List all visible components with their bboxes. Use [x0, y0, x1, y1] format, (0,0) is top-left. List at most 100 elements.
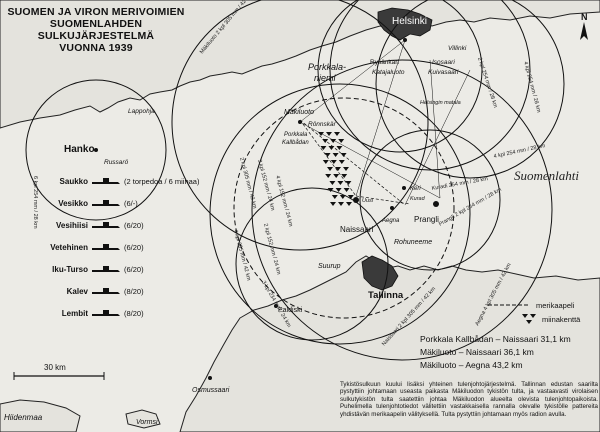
place-vormsi: Vormsi: [136, 419, 158, 426]
submarine-icon: [92, 244, 120, 250]
submarine-icon: [92, 200, 120, 206]
submarine-name: Vesikko: [58, 199, 88, 208]
dot-paldiski: [274, 304, 278, 308]
range-circle-naissaari-305: [209, 83, 471, 345]
mine-mark: [331, 195, 338, 199]
submarine-armament: (6/20): [124, 243, 144, 252]
place-uus: Uusi: [362, 198, 374, 204]
map-legend: merikaapeli miinakenttä: [488, 301, 581, 324]
range-label-prangli: Prangli 2 kpl 254 mm / 28 km: [438, 187, 503, 228]
submarine-icon: [92, 222, 120, 228]
submarine-item: Vesihiisi(6/20): [56, 221, 144, 230]
dot-makiluoto: [298, 120, 302, 124]
range-circle-isosaari: [329, 0, 531, 171]
sea-label: Suomenlahti: [514, 168, 579, 183]
mine-mark: [343, 188, 350, 192]
place-helsingin-matala: Helsingin matala: [420, 100, 461, 106]
range-circle-makiluoto: [171, 0, 429, 251]
minefield-area: [318, 132, 354, 206]
distance-3: Mäkiluoto – Aegna 43,2 km: [420, 360, 523, 370]
mine-mark: [326, 132, 332, 136]
place-hanko: Hanko: [64, 144, 95, 155]
dot-naissaari: [353, 197, 359, 203]
mine-mark: [347, 195, 354, 199]
mine-mark: [335, 167, 341, 171]
place-hiidenmaa: Hiidenmaa: [4, 413, 43, 422]
submarine-armament: (2 torpedoa / 6 miinaa): [124, 177, 200, 186]
title-line-1: SUOMEN JA VIRON MERIVOIMIEN: [7, 6, 185, 18]
place-rohuneeme: Rohuneeme: [394, 239, 432, 246]
submarine-armament: (8/20): [124, 309, 144, 318]
range-label-kuivasaari: 4 kpl 254 mm / 28 km: [493, 143, 546, 160]
submarine-name: Saukko: [60, 177, 89, 186]
mine-mark: [338, 160, 345, 164]
submarine-armament: (8/20): [124, 287, 144, 296]
mine-mark: [333, 174, 340, 178]
place-niemi: niemi: [314, 73, 337, 83]
submarine-item: Saukko (2 torpedoa / 6 miinaa): [60, 177, 200, 186]
dot-keri: [402, 186, 406, 190]
mine-mark: [329, 181, 336, 185]
submarine-item: Kalev (8/20): [67, 287, 144, 296]
mine-mark: [338, 139, 345, 143]
mine-mark: [336, 146, 343, 150]
cable-line-1: [299, 119, 357, 197]
fire-line-5: [404, 69, 471, 206]
place-paldiski: Paldiski: [278, 307, 303, 314]
range-circles: [25, 0, 565, 361]
dot-helsinki: [403, 38, 407, 42]
mine-mark: [320, 146, 327, 150]
submarine-name: Lembit: [62, 309, 89, 318]
place-naissaari: Naissaari: [340, 225, 374, 234]
submarine-armament: (6/20): [124, 265, 144, 274]
fire-line-2: [429, 59, 441, 199]
place-keri: Keri: [410, 186, 421, 192]
place-porkkala-kallbadan: Porkkala: [284, 132, 308, 138]
compass-icon: N: [580, 12, 588, 40]
submarine-name: Kalev: [67, 287, 89, 296]
submarine-item: Vesikko (6/-): [58, 199, 138, 208]
place-osmussaari: Osmussaari: [192, 387, 230, 394]
place-ryssankari: Rysänkari: [370, 59, 399, 66]
mine-mark: [338, 202, 344, 206]
mine-mark: [324, 153, 331, 157]
fire-line-4: [299, 39, 406, 123]
submarine-icon: [92, 310, 120, 316]
title-line-3: VUONNA 1939: [59, 42, 133, 54]
vormsi-island: [125, 409, 161, 429]
submarine-icon: [92, 178, 120, 184]
dot-prangli: [433, 201, 439, 207]
submarine-icon: [92, 288, 120, 294]
mine-mark: [339, 195, 346, 199]
place-kallbadan: Kallbådan: [282, 139, 309, 146]
range-label-naissaari-d: 4 kpl 305 mm / 42 km: [232, 229, 252, 282]
cable-lines: [299, 39, 471, 206]
finnish-coast: [0, 0, 600, 129]
compass-label: N: [581, 12, 588, 22]
place-villinki: Villinki: [448, 45, 467, 52]
place-lappohja: Lappohja: [128, 108, 155, 115]
mine-mark: [325, 174, 332, 178]
mine-mark: [330, 202, 336, 206]
place-katajaluoto: Katajaluoto: [372, 69, 405, 76]
dot-aegna: [390, 206, 394, 210]
range-circle-hanko: [25, 79, 167, 221]
submarine-item: Lembit (8/20): [62, 309, 144, 318]
place-tallinna: Tallinna: [368, 290, 404, 301]
submarine-armament: (6/-): [124, 199, 138, 208]
place-ronnskar: Rönnskär: [308, 121, 337, 128]
scale-bar: 30 km: [13, 363, 105, 380]
dot-osmussaari: [208, 376, 212, 380]
mine-mark: [334, 132, 340, 136]
distance-2: Mäkiluoto – Naissaari 36,1 km: [420, 347, 534, 357]
mine-mark: [322, 160, 329, 164]
mine-mark: [335, 188, 342, 192]
title-line-2: SUOMENLAHDEN SULKUJÄRJESTELMÄ: [37, 18, 155, 42]
mine-mark: [322, 139, 329, 143]
mine-mark: [330, 139, 337, 143]
legend-cable-label: merikaapeli: [536, 301, 575, 310]
cable-line-3: [355, 195, 411, 205]
submarine-name: Vetehinen: [50, 243, 88, 252]
hiidenmaa-island: [0, 399, 81, 432]
submarine-roster: Saukko (2 torpedoa / 6 miinaa) Vesikko (6/-…: [50, 177, 200, 318]
